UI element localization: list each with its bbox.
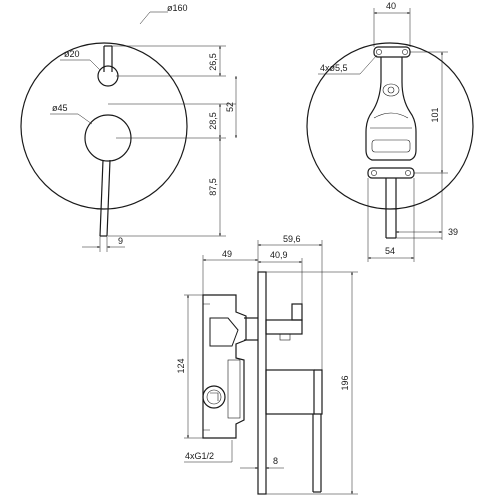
diverter-lever (99, 159, 104, 237)
label-dim-196: 196 (340, 375, 350, 390)
label-diameter-160: ø160 (167, 3, 188, 13)
label-dim-49: 49 (222, 249, 232, 259)
label-dim-52: 52 (225, 102, 235, 112)
label-dim-26-5: 26,5 (208, 53, 218, 71)
valve-housing (202, 294, 247, 439)
label-dim-9: 9 (118, 236, 123, 246)
label-diameter-20: ø20 (64, 49, 80, 59)
threaded-port (202, 385, 226, 409)
side-lever-knob (265, 319, 303, 335)
lever-knob (97, 65, 119, 87)
wall-plate (257, 271, 267, 495)
side-diverter-handle (265, 369, 315, 415)
cover-plate (20, 42, 188, 210)
front-view: ø160 ø20 ø45 26,5 28,5 52 87,5 9 (20, 3, 237, 252)
label-dim-124: 124 (176, 358, 186, 373)
valve-body-outline (365, 57, 417, 161)
label-dim-59-6: 59,6 (283, 234, 301, 244)
rear-cover-plate (306, 42, 474, 210)
label-diameter-45: ø45 (52, 103, 68, 113)
label-holes: 4xø5,5 (320, 63, 348, 73)
label-dim-39: 39 (448, 227, 458, 237)
label-dim-101: 101 (430, 107, 440, 122)
label-dim-28-5: 28,5 (208, 112, 218, 130)
label-dim-87-5: 87,5 (208, 178, 218, 196)
label-dim-40: 40 (386, 1, 396, 11)
rear-view: 40 4xø5,5 101 39 54 (306, 1, 474, 262)
top-mounting-bracket (373, 46, 411, 58)
label-dim-40-9: 40,9 (270, 250, 288, 260)
label-dim-8: 8 (273, 456, 278, 466)
label-dim-54: 54 (385, 246, 395, 256)
label-thread: 4xG1/2 (185, 451, 214, 461)
bottom-mounting-bracket (367, 167, 415, 179)
side-view: 49 59,6 40,9 124 196 4xG1/2 8 (176, 234, 358, 495)
